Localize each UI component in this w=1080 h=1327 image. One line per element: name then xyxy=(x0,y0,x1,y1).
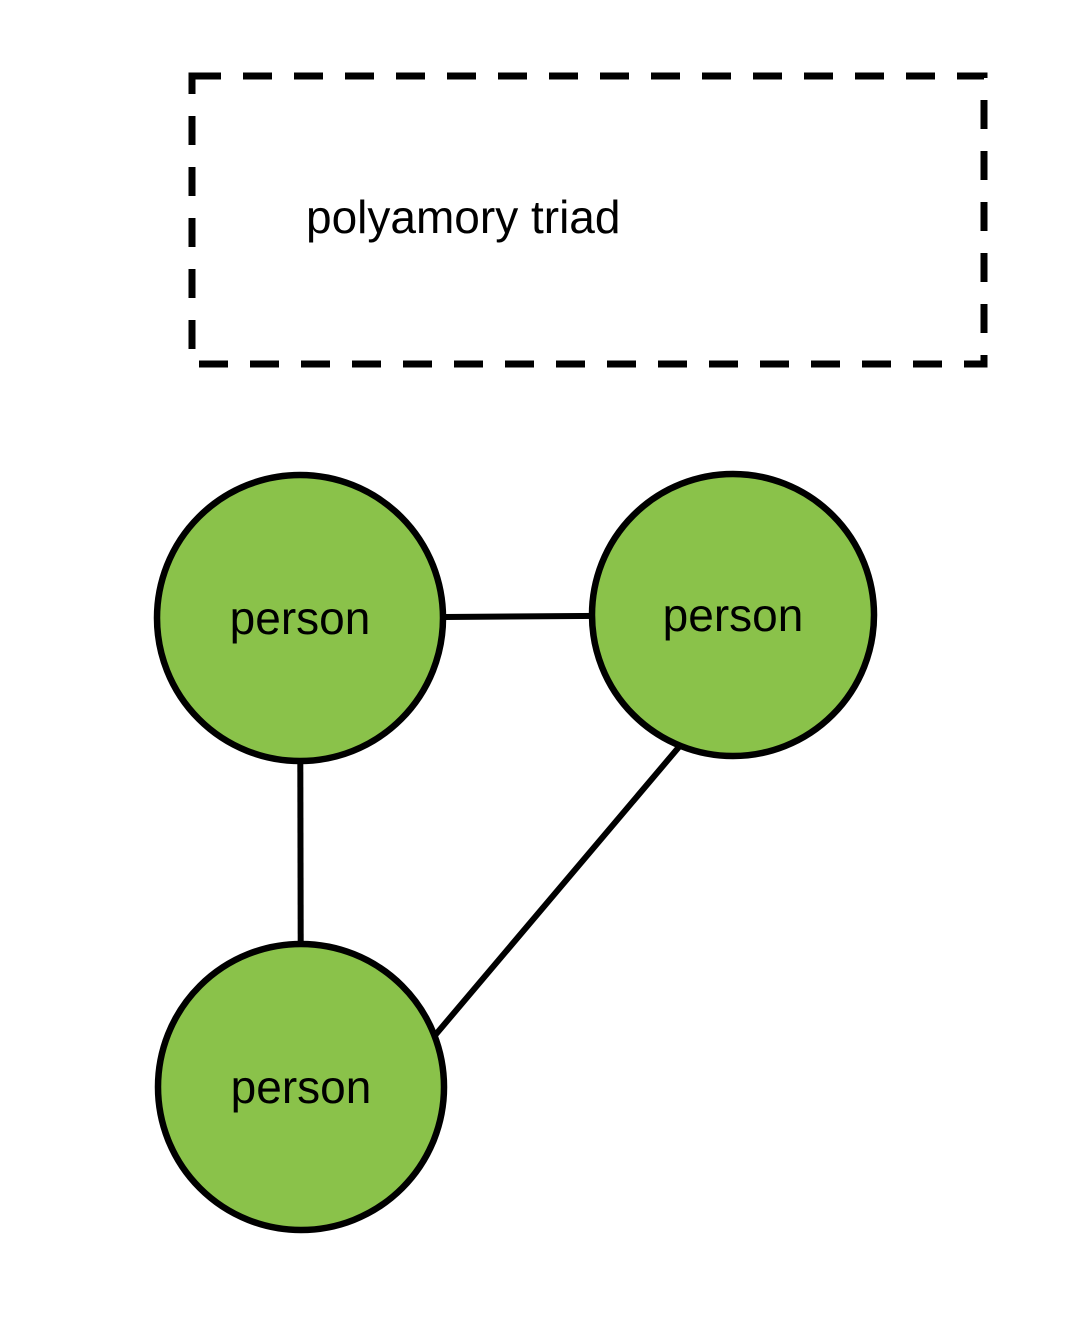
node-person-top-right: person xyxy=(588,470,878,760)
person-node-circle xyxy=(588,470,878,760)
person-node-label: person xyxy=(663,589,804,641)
group-label: polyamory triad xyxy=(306,191,620,243)
person-node-label: person xyxy=(230,592,371,644)
edge-topright-bottom xyxy=(401,713,709,1074)
node-person-top-left: person xyxy=(153,471,447,765)
node-person-bottom: person xyxy=(154,940,448,1234)
person-node-circle xyxy=(154,940,448,1234)
person-node-label: person xyxy=(231,1061,372,1113)
group-box xyxy=(188,72,988,368)
person-node-circle xyxy=(153,471,447,765)
